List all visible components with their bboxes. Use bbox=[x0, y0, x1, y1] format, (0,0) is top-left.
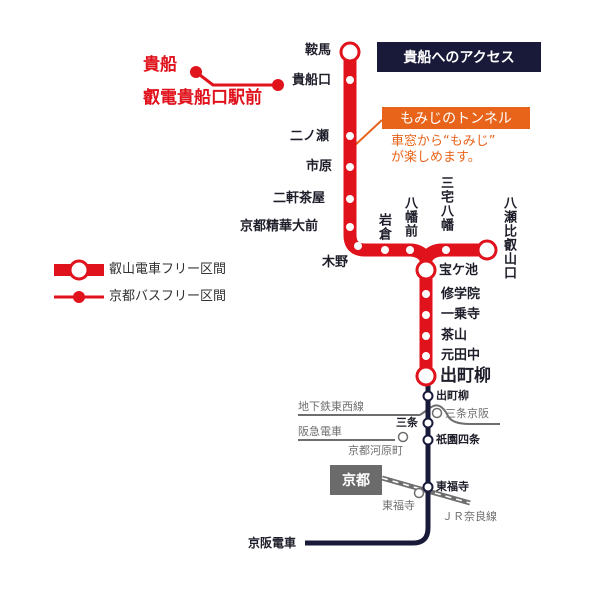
legend-bus-free: 京都バスフリー区間 bbox=[109, 289, 227, 304]
page-title: 貴船へのアクセス bbox=[377, 42, 541, 72]
station-ichihara: 市原 bbox=[306, 159, 333, 174]
eizan-station-dots bbox=[346, 76, 450, 360]
station-iwakura: 岩倉 bbox=[376, 213, 391, 241]
jr-tofukuji-label: 東福寺 bbox=[382, 499, 415, 512]
keihan-stations bbox=[422, 390, 434, 493]
hankyu-label: 阪急電車 bbox=[298, 425, 342, 438]
jr-nara-line-label: ＪＲ奈良線 bbox=[442, 510, 497, 523]
station-hachimanmae: 八幡前 bbox=[402, 196, 417, 238]
sanjo-keihan-label: 三条京阪 bbox=[445, 407, 489, 420]
station-tofukuji-keihan: 東福寺 bbox=[436, 480, 469, 493]
station-nikenchaya: 二軒茶屋 bbox=[273, 191, 326, 206]
station-takaragaike: 宝ケ池 bbox=[439, 263, 479, 278]
station-kibuneguchi: 貴船口 bbox=[292, 73, 332, 88]
station-sanjo: 三条 bbox=[396, 416, 418, 429]
transfer-lines bbox=[298, 404, 500, 441]
station-demachiyanagi-keihan: 出町柳 bbox=[436, 389, 469, 402]
momiji-tunnel-label: もみじのトンネル bbox=[382, 107, 530, 129]
kyoto-kawaramachi-label: 京都河原町 bbox=[348, 444, 403, 457]
station-shugakuin: 修学院 bbox=[441, 287, 481, 302]
bus-stop-eiden-kibuneguchi: 叡電貴船口駅前 bbox=[143, 88, 262, 108]
station-yase-hieizanguchi: 八瀬比叡山口 bbox=[501, 196, 516, 280]
station-kino: 木野 bbox=[322, 255, 349, 270]
station-ninose: 二ノ瀬 bbox=[290, 129, 330, 144]
subway-tozai-label: 地下鉄東西線 bbox=[298, 400, 364, 413]
bus-route bbox=[190, 66, 284, 91]
keihan-line-label: 京阪電車 bbox=[248, 536, 297, 550]
station-kurama: 鞍馬 bbox=[305, 43, 332, 58]
kyoto-station-box: 京都 bbox=[330, 465, 382, 495]
station-miyake-hachiman: 三宅八幡 bbox=[438, 176, 453, 232]
momiji-pointer bbox=[351, 119, 383, 149]
station-ichijoji: 一乗寺 bbox=[441, 307, 481, 322]
momiji-desc-line1: 車窓から“もみじ” bbox=[391, 134, 496, 149]
keihan-line bbox=[305, 380, 431, 546]
station-gion-shijo: 祇園四条 bbox=[436, 433, 480, 446]
station-demachiyanagi-eizan: 出町柳 bbox=[440, 366, 491, 386]
legend-symbols bbox=[54, 259, 104, 303]
eizan-terminal-stations bbox=[339, 41, 498, 387]
bus-stop-kibune: 貴船 bbox=[143, 55, 177, 75]
station-chayama: 茶山 bbox=[441, 328, 468, 343]
station-kyoto-seika-daimae: 京都精華大前 bbox=[240, 219, 319, 234]
legend-eizan-free: 叡山電車フリー区間 bbox=[109, 262, 227, 277]
momiji-desc-line2: が楽しめます。 bbox=[391, 150, 481, 165]
momiji-description: 車窓から“もみじ” が楽しめます。 bbox=[391, 134, 495, 166]
transfer-stations bbox=[397, 407, 443, 499]
station-mototanaka: 元田中 bbox=[441, 348, 481, 363]
